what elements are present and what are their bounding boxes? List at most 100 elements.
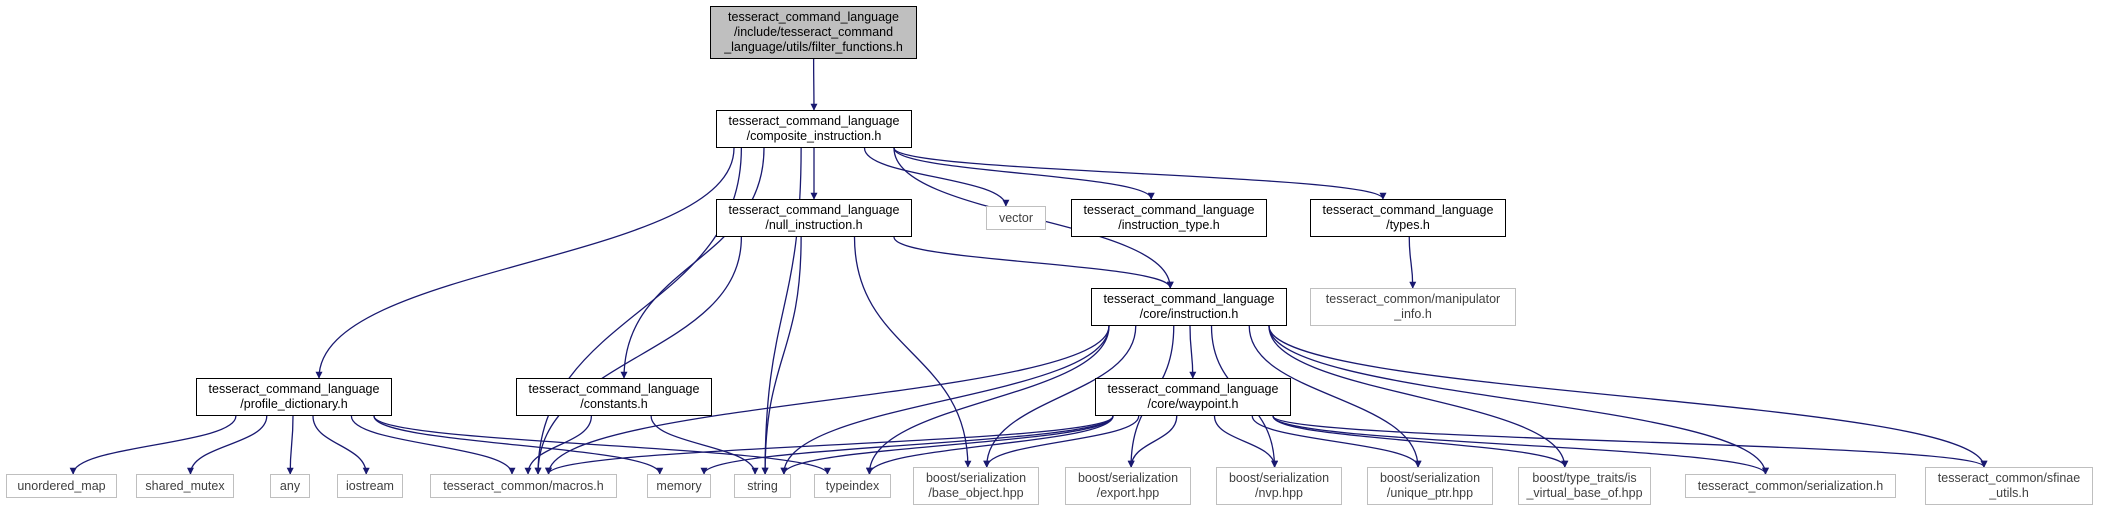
node-label-line: vector: [998, 210, 1034, 225]
edge-composite-instruction-to-constants: [620, 147, 765, 379]
node-base-object[interactable]: boost/serialization/base_object.hpp: [913, 467, 1039, 505]
node-iostream[interactable]: iostream: [337, 474, 403, 498]
node-core-instruction[interactable]: tesseract_command_language/core/instruct…: [1091, 288, 1287, 326]
node-core-waypoint[interactable]: tesseract_command_language/core/waypoint…: [1095, 378, 1291, 416]
edge-core-instruction-to-unique-ptr: [1248, 325, 1422, 468]
node-label-line: /include/tesseract_command: [733, 25, 894, 39]
edge-profile-dictionary-to-macros: [350, 415, 516, 475]
node-constants[interactable]: tesseract_command_language/constants.h: [516, 378, 712, 416]
edge-constants-to-macros: [524, 415, 593, 475]
edge-core-waypoint-to-serialization: [1272, 415, 1769, 475]
node-label-line: /types.h: [1386, 218, 1430, 232]
node-any[interactable]: any: [270, 474, 310, 498]
node-label-line: /core/instruction.h: [1139, 307, 1239, 321]
node-label-line: tesseract_command_language: [528, 382, 700, 396]
edge-profile-dictionary-to-unordered-map: [69, 415, 237, 475]
edge-core-waypoint-to-unique-ptr: [1251, 415, 1422, 468]
edge-profile-dictionary-to-memory: [373, 415, 664, 475]
node-label-line: tesseract_common/serialization.h: [1697, 478, 1884, 493]
node-nvp[interactable]: boost/serialization/nvp.hpp: [1216, 467, 1342, 505]
node-label-line: tesseract_command_language: [208, 382, 380, 396]
node-unordered-map[interactable]: unordered_map: [6, 474, 117, 498]
edge-null-instruction-to-macros: [534, 236, 743, 475]
node-label-line: tesseract_command_language: [1083, 203, 1255, 217]
node-label-line: boost/type_traits/is: [1532, 471, 1637, 485]
node-label-line: /base_object.hpp: [928, 486, 1024, 500]
node-label-line: tesseract_common/macros.h: [443, 478, 604, 493]
node-null-instruction[interactable]: tesseract_command_language/null_instruct…: [716, 199, 912, 237]
edge-null-instruction-to-base-object: [853, 236, 972, 468]
node-label-line: /null_instruction.h: [765, 218, 863, 232]
edge-core-waypoint-to-string: [780, 415, 1114, 475]
node-profile-dictionary[interactable]: tesseract_command_language/profile_dicti…: [196, 378, 392, 416]
node-label-line: tesseract_command_language: [728, 114, 900, 128]
edge-core-waypoint-to-memory: [700, 415, 1114, 475]
node-export[interactable]: boost/serialization/export.hpp: [1065, 467, 1191, 505]
edge-null-instruction-to-core-instruction: [893, 236, 1174, 289]
node-label-line: _language/utils/filter_functions.h: [724, 40, 903, 54]
edge-composite-instruction-to-macros: [534, 147, 743, 475]
edge-core-instruction-to-sfinae-utils: [1268, 325, 1988, 468]
node-label-line: _info.h: [1394, 307, 1432, 321]
node-unique-ptr[interactable]: boost/serialization/unique_ptr.hpp: [1367, 467, 1493, 505]
edge-null-instruction-to-string: [761, 236, 802, 475]
node-label-line: /profile_dictionary.h: [240, 397, 348, 411]
node-types[interactable]: tesseract_command_language/types.h: [1310, 199, 1506, 237]
node-label-line: tesseract_command_language: [728, 203, 900, 217]
node-label-line: /composite_instruction.h: [746, 129, 882, 143]
node-label-line: memory: [656, 478, 702, 493]
node-label-line: typeindex: [825, 478, 880, 493]
edge-composite-instruction-to-vector: [863, 147, 1010, 207]
edge-core-instruction-to-core-waypoint: [1189, 325, 1197, 379]
node-label-line: boost/serialization: [1228, 471, 1330, 485]
edge-core-instruction-to-typeindex: [865, 325, 1110, 475]
node-label-line: _virtual_base_of.hpp: [1526, 486, 1643, 500]
node-filter-functions: tesseract_command_language/include/tesse…: [710, 6, 917, 59]
node-macros[interactable]: tesseract_common/macros.h: [430, 474, 617, 498]
edge-core-instruction-to-base-object: [983, 325, 1137, 468]
edge-core-waypoint-to-nvp: [1213, 415, 1279, 468]
node-label-line: /unique_ptr.hpp: [1386, 486, 1474, 500]
node-label-line: shared_mutex: [145, 478, 225, 493]
node-memory[interactable]: memory: [647, 474, 711, 498]
node-label-line: /instruction_type.h: [1118, 218, 1220, 232]
node-label-line: /nvp.hpp: [1255, 486, 1303, 500]
edge-core-instruction-to-is-virtual-base-of: [1268, 325, 1569, 468]
node-manipulator-info[interactable]: tesseract_common/manipulator_info.h: [1310, 288, 1516, 326]
node-vector[interactable]: vector: [986, 206, 1046, 230]
node-typeindex[interactable]: typeindex: [814, 474, 891, 498]
node-label-line: _utils.h: [1989, 486, 2029, 500]
edge-profile-dictionary-to-shared-mutex: [186, 415, 268, 475]
node-label-line: tesseract_command_language: [1103, 292, 1275, 306]
node-composite-instruction[interactable]: tesseract_command_language/composite_ins…: [716, 110, 912, 148]
edge-core-instruction-to-macros: [545, 325, 1110, 475]
edge-types-to-manipulator-info: [1408, 236, 1417, 289]
node-string[interactable]: string: [734, 474, 791, 498]
edge-composite-instruction-to-string: [761, 147, 802, 475]
edge-composite-instruction-to-profile-dictionary: [315, 147, 735, 379]
edge-core-waypoint-to-typeindex: [866, 415, 1114, 475]
node-label-line: /export.hpp: [1096, 486, 1160, 500]
edge-core-waypoint-to-export: [1127, 415, 1178, 468]
node-label-line: tesseract_common/manipulator: [1325, 292, 1501, 306]
node-instruction-type[interactable]: tesseract_command_language/instruction_t…: [1071, 199, 1267, 237]
edge-profile-dictionary-to-typeindex: [373, 415, 831, 475]
node-label-line: tesseract_command_language: [1107, 382, 1279, 396]
node-label-line: boost/serialization: [1379, 471, 1481, 485]
node-shared-mutex[interactable]: shared_mutex: [136, 474, 234, 498]
node-is-virtual-base-of[interactable]: boost/type_traits/is_virtual_base_of.hpp: [1518, 467, 1651, 505]
node-label-line: /constants.h: [580, 397, 648, 411]
node-label-line: tesseract_common/sfinae: [1937, 471, 2081, 485]
node-label-line: boost/serialization: [1077, 471, 1179, 485]
edge-core-instruction-to-serialization: [1268, 325, 1769, 475]
node-label-line: any: [279, 478, 301, 493]
edge-core-waypoint-to-macros: [545, 415, 1114, 475]
node-label-line: tesseract_command_language: [1322, 203, 1494, 217]
edge-core-instruction-to-string: [780, 325, 1110, 475]
node-sfinae-utils[interactable]: tesseract_common/sfinae_utils.h: [1925, 467, 2093, 505]
edge-constants-to-string: [650, 415, 759, 475]
edge-core-waypoint-to-sfinae-utils: [1272, 415, 1988, 468]
node-serialization[interactable]: tesseract_common/serialization.h: [1685, 474, 1896, 498]
edge-profile-dictionary-to-iostream: [312, 415, 370, 475]
edge-core-waypoint-to-is-virtual-base-of: [1272, 415, 1569, 468]
